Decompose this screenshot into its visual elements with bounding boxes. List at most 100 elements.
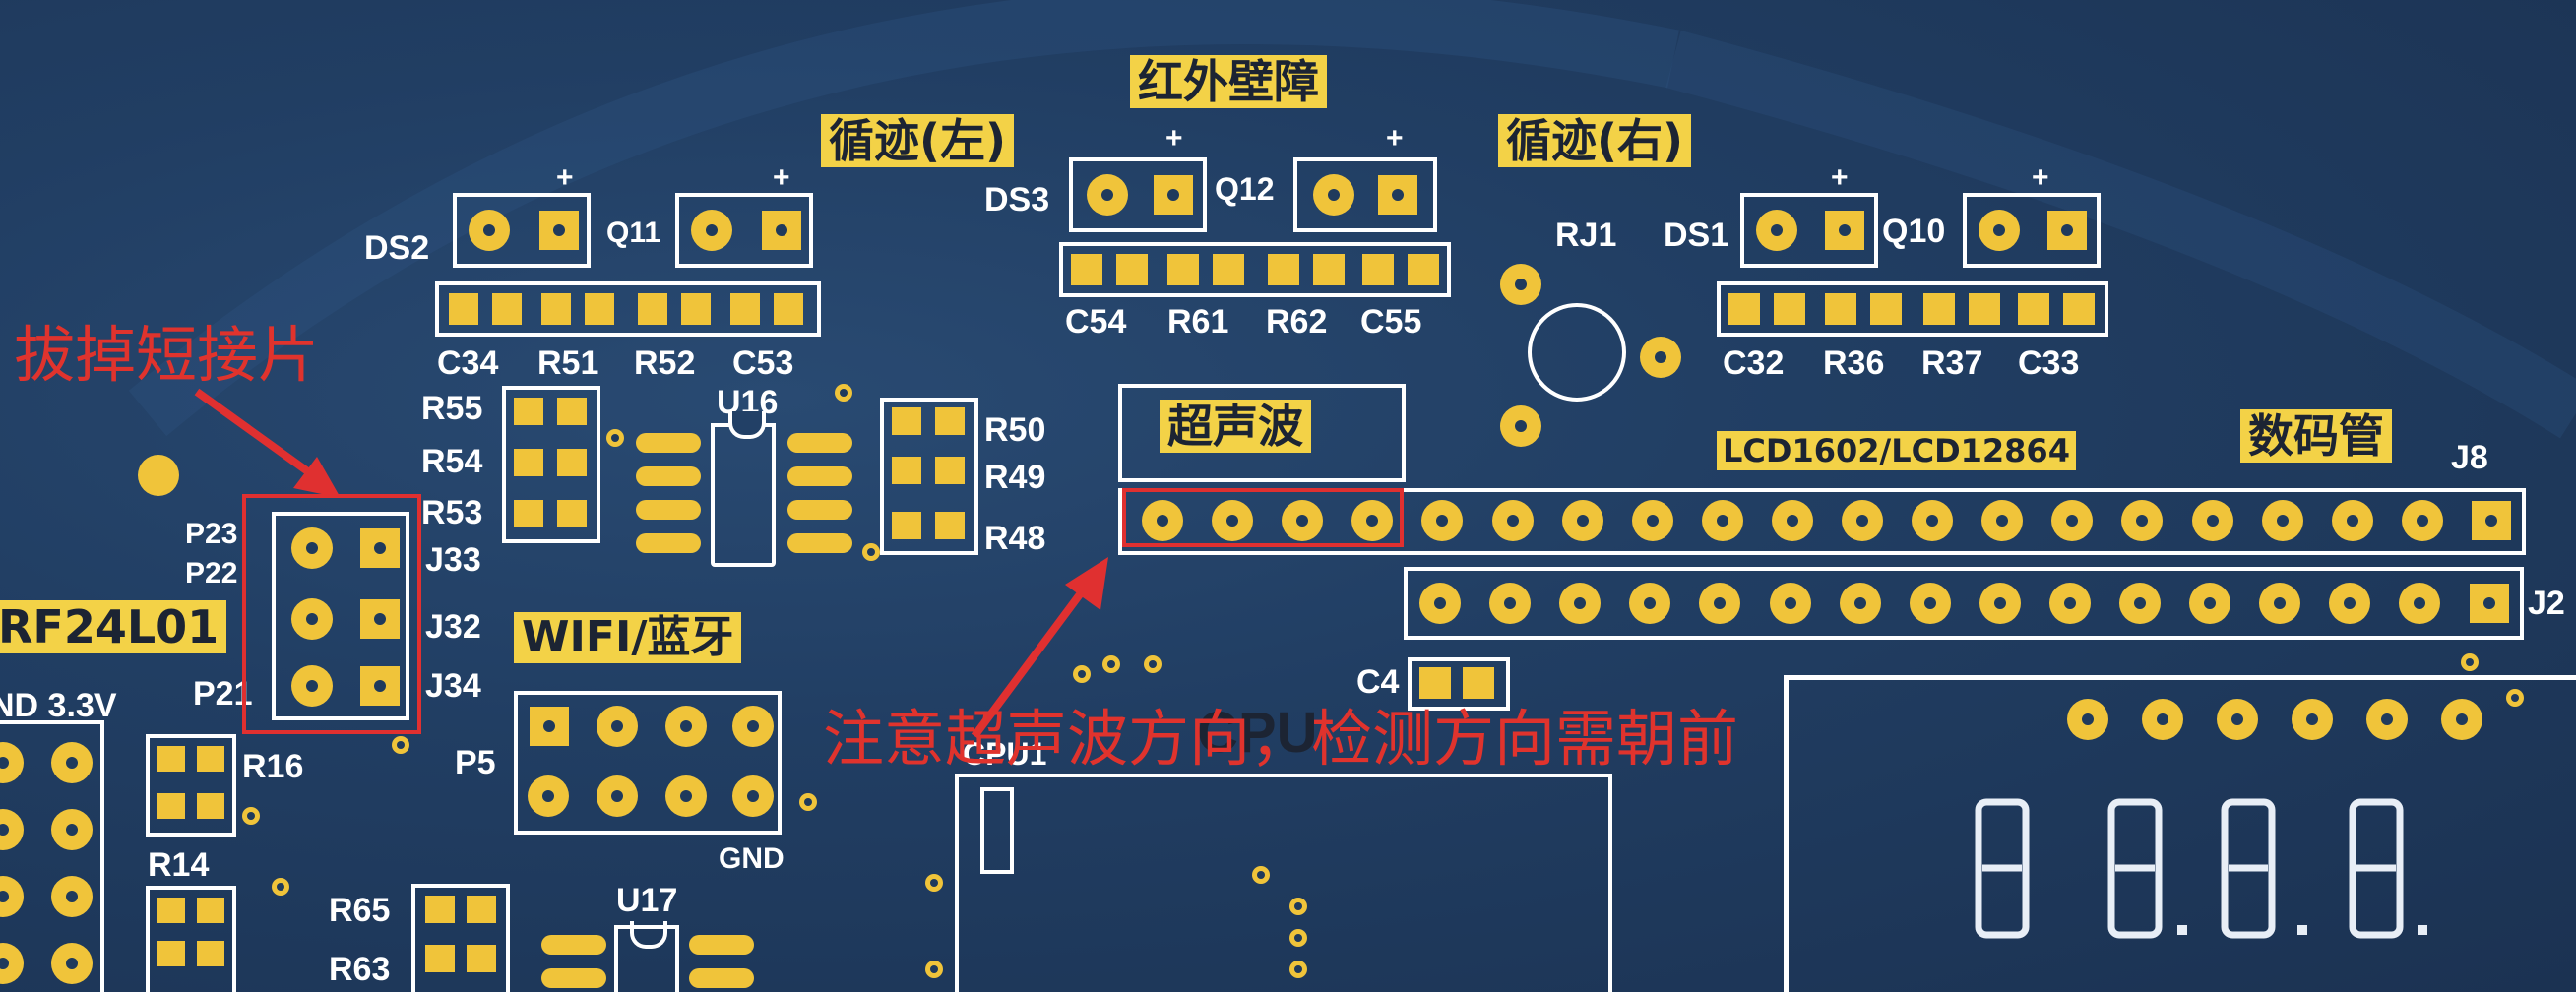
cpu1-label: CPU1	[963, 736, 1047, 772]
via	[799, 793, 817, 811]
r49-label: R49	[984, 459, 1046, 496]
smd-pad	[2063, 293, 2095, 325]
j2-header	[1404, 567, 2524, 640]
smd-pad	[492, 293, 522, 325]
r63-label: R63	[329, 951, 391, 988]
smd-pad	[197, 941, 224, 966]
smd-pad	[514, 449, 543, 476]
via	[272, 878, 289, 896]
pad	[528, 775, 569, 817]
smd-pad	[892, 457, 921, 484]
wifi-bt-label: WIFI/蓝牙	[514, 612, 742, 663]
r53-label: R53	[421, 494, 483, 531]
ir-obstacle-label: 红外壁障	[1130, 55, 1327, 108]
pad	[360, 599, 400, 639]
pad	[732, 775, 774, 817]
header-pad	[2261, 500, 2303, 541]
smd-pad	[157, 793, 185, 819]
header-pad	[2142, 699, 2183, 740]
resistor-array	[880, 398, 978, 555]
header-pad	[2067, 699, 2108, 740]
pad	[1756, 210, 1797, 251]
plus-mark: +	[556, 161, 574, 194]
pad	[1500, 264, 1541, 305]
via	[606, 429, 624, 447]
cpu-label: CPU	[1197, 701, 1318, 765]
track-right-label: 循迹(右)	[1498, 114, 1692, 167]
pad	[51, 742, 93, 783]
u17-notch	[630, 921, 667, 949]
header-pad	[1351, 500, 1394, 541]
pad	[51, 943, 93, 984]
pad	[762, 211, 801, 250]
pad	[51, 876, 93, 917]
cpu-lever	[980, 787, 1014, 874]
header-pad	[2331, 500, 2373, 541]
smd-pad	[157, 941, 185, 966]
header-pad	[2119, 583, 2161, 624]
header-pad	[2292, 699, 2333, 740]
q11-header	[675, 193, 813, 268]
pad	[1087, 174, 1128, 216]
via	[1289, 929, 1307, 947]
via	[2461, 653, 2479, 671]
pad	[291, 665, 333, 707]
smd-pad	[1923, 293, 1955, 325]
smd-pad	[157, 898, 185, 923]
resistor-array	[411, 884, 510, 992]
ic-pin	[541, 968, 606, 988]
smd-pad	[197, 793, 224, 819]
rf-header	[0, 720, 104, 992]
header-pad	[1842, 500, 1883, 541]
smd-pad	[557, 398, 587, 425]
smd-pad	[730, 293, 760, 325]
pad	[530, 707, 569, 746]
c55-label: C55	[1360, 303, 1422, 341]
jumper-highlight-box	[242, 494, 421, 734]
u17-chip-outline	[614, 925, 679, 992]
ds2-header	[453, 193, 591, 268]
seg-display-label: 数码管	[2240, 409, 2392, 463]
smd-frame	[1717, 281, 2108, 337]
ic-pin	[787, 500, 852, 520]
header-pad	[2121, 500, 2164, 541]
remove-jumper-annotation: 拔掉短接片	[14, 319, 320, 391]
header-pad	[1839, 583, 1881, 624]
q12-label: Q12	[1215, 171, 1275, 207]
header-pad	[2366, 699, 2408, 740]
pad	[1500, 405, 1541, 447]
plus-mark: +	[2032, 161, 2049, 194]
smd-pad	[197, 746, 224, 772]
p5-label: P5	[455, 744, 496, 781]
smd-pad	[935, 512, 965, 539]
pad	[1825, 211, 1864, 250]
header-pad	[1629, 583, 1671, 624]
header-pad	[2191, 500, 2233, 541]
header-pad	[2217, 699, 2258, 740]
pad	[1979, 210, 2020, 251]
pad	[291, 598, 333, 640]
pad	[665, 706, 707, 747]
resistor-array	[146, 734, 236, 837]
smd-pad	[1116, 254, 1148, 285]
display-frame-left	[1784, 675, 1789, 992]
pad	[732, 706, 774, 747]
via	[862, 543, 880, 561]
header-pad	[1701, 500, 1743, 541]
ultrasonic-label: 超声波	[1160, 400, 1311, 453]
via	[2506, 689, 2524, 707]
via	[1102, 655, 1120, 673]
header-pad	[1489, 583, 1532, 624]
pad	[51, 809, 93, 850]
smd-pad	[157, 746, 185, 772]
track-left-label: 循迹(左)	[821, 114, 1015, 167]
ds3-label: DS3	[984, 181, 1050, 218]
smd-pad	[892, 407, 921, 435]
q12-header	[1293, 157, 1437, 232]
display-frame-top	[1784, 675, 2576, 680]
ultrasonic-direction-annotation: 注意超声波方向，检测方向需朝前	[823, 703, 1739, 775]
rf24l01-label: RF24L01	[0, 600, 227, 653]
ds3-header	[1069, 157, 1207, 232]
p23-label: P23	[185, 518, 238, 550]
